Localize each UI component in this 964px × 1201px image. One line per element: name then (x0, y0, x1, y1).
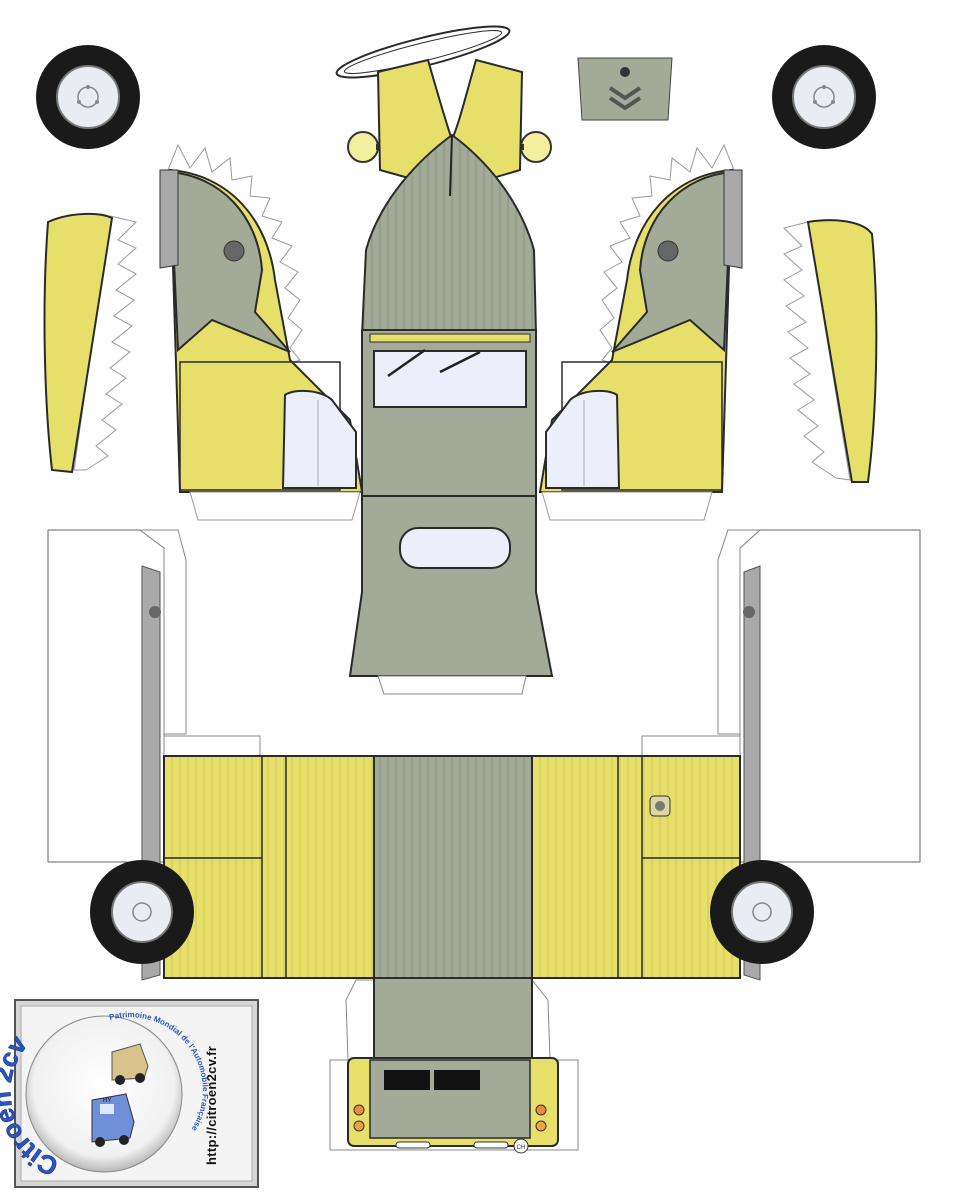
right-side-wall (717, 529, 921, 981)
wheel-top-left (36, 45, 140, 149)
rear-plate-left (384, 1070, 430, 1090)
logo-van-bottom: HY (91, 1093, 135, 1147)
right-front-side-panel (538, 143, 743, 521)
citroen-2cv-logo: Citroen 2cv Patrimoine Mondial de l'Auto… (0, 999, 259, 1188)
logo-url[interactable]: http://citroen2cv.fr (204, 1045, 219, 1165)
wheel-top-right (772, 45, 876, 149)
wheel-bottom-right (710, 860, 814, 964)
logo-van-top (111, 1043, 149, 1085)
wheel-bottom-left (90, 860, 194, 964)
hood-and-front-strip (347, 58, 554, 695)
rear-body-sides (163, 735, 741, 979)
rear-plate-right (434, 1070, 480, 1090)
logo-van-badge: HY (103, 1098, 111, 1104)
windscreen (373, 350, 527, 408)
front-emblem-piece (577, 57, 673, 121)
roof-window (399, 527, 511, 569)
right-mudguard-piece (783, 219, 878, 483)
rear-marking: CH (517, 1145, 526, 1151)
left-front-side-panel (159, 143, 364, 521)
rear-panel: CH (329, 977, 579, 1154)
left-mudguard-piece (43, 212, 137, 474)
